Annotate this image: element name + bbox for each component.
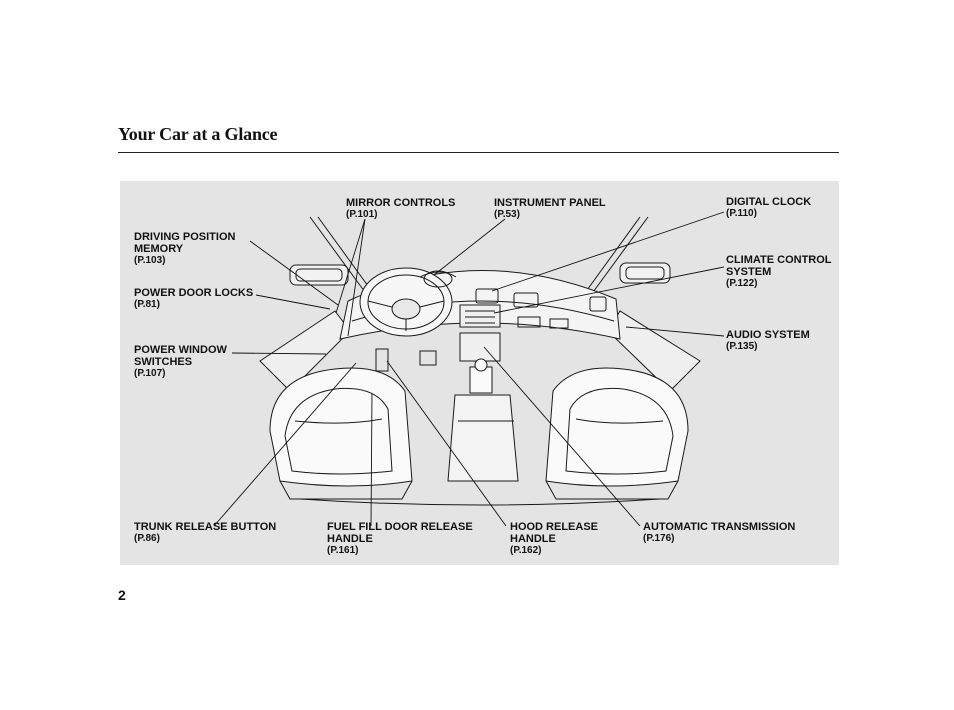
- callout-trunk-release-button: TRUNK RELEASE BUTTON (P.86): [134, 521, 276, 545]
- callout-climate-control-system: CLIMATE CONTROL SYSTEM (P.122): [726, 254, 838, 290]
- callout-page-ref: (P.162): [510, 545, 542, 556]
- callout-automatic-transmission: AUTOMATIC TRANSMISSION (P.176): [643, 521, 795, 545]
- callout-page-ref: (P.101): [346, 209, 378, 220]
- callout-page-ref: (P.53): [494, 209, 520, 220]
- page-title: Your Car at a Glance: [118, 124, 278, 144]
- callout-fuel-fill-door-release-handle: FUEL FILL DOOR RELEASE HANDLE (P.161): [327, 521, 477, 557]
- illustration-panel: [120, 181, 839, 565]
- callout-page-ref: (P.110): [726, 208, 757, 219]
- callout-page-ref: (P.176): [643, 533, 675, 544]
- callout-page-ref: (P.103): [134, 255, 166, 266]
- car-interior-illustration: [213, 211, 725, 527]
- callout-mirror-controls: MIRROR CONTROLS (P.101): [346, 197, 455, 221]
- callout-label: TRUNK RELEASE BUTTON: [134, 521, 277, 533]
- callout-power-window-switches: POWER WINDOW SWITCHES (P.107): [134, 344, 239, 380]
- callout-driving-position-memory: DRIVING POSITION MEMORY (P.103): [134, 231, 249, 267]
- callout-hood-release-handle: HOOD RELEASE HANDLE (P.162): [510, 521, 605, 557]
- callout-page-ref: (P.135): [726, 341, 758, 352]
- callout-label: AUTOMATIC TRANSMISSION: [643, 521, 796, 533]
- callout-label: INSTRUMENT PANEL: [494, 197, 606, 209]
- callout-label: DIGITAL CLOCK: [726, 196, 812, 208]
- callout-label: HOOD RELEASE HANDLE: [510, 521, 599, 545]
- callout-label: AUDIO SYSTEM: [726, 329, 810, 341]
- callout-label: POWER DOOR LOCKS: [134, 287, 254, 299]
- callout-label: FUEL FILL DOOR RELEASE HANDLE: [327, 521, 473, 545]
- callout-page-ref: (P.81): [134, 299, 160, 310]
- title-rule: [118, 152, 839, 153]
- callout-power-door-locks: POWER DOOR LOCKS (P.81): [134, 287, 253, 311]
- callout-label: MIRROR CONTROLS: [346, 197, 456, 209]
- callout-page-ref: (P.86): [134, 533, 160, 544]
- callout-label: CLIMATE CONTROL SYSTEM: [726, 254, 832, 278]
- page-number: 2: [118, 587, 126, 603]
- callout-audio-system: AUDIO SYSTEM (P.135): [726, 329, 810, 353]
- callout-label: DRIVING POSITION MEMORY: [134, 231, 236, 255]
- callout-page-ref: (P.122): [726, 278, 758, 289]
- callout-digital-clock: DIGITAL CLOCK (P.110): [726, 196, 811, 220]
- callout-instrument-panel: INSTRUMENT PANEL (P.53): [494, 197, 606, 221]
- callout-page-ref: (P.107): [134, 368, 166, 379]
- callout-page-ref: (P.161): [327, 545, 359, 556]
- callout-label: POWER WINDOW SWITCHES: [134, 344, 227, 368]
